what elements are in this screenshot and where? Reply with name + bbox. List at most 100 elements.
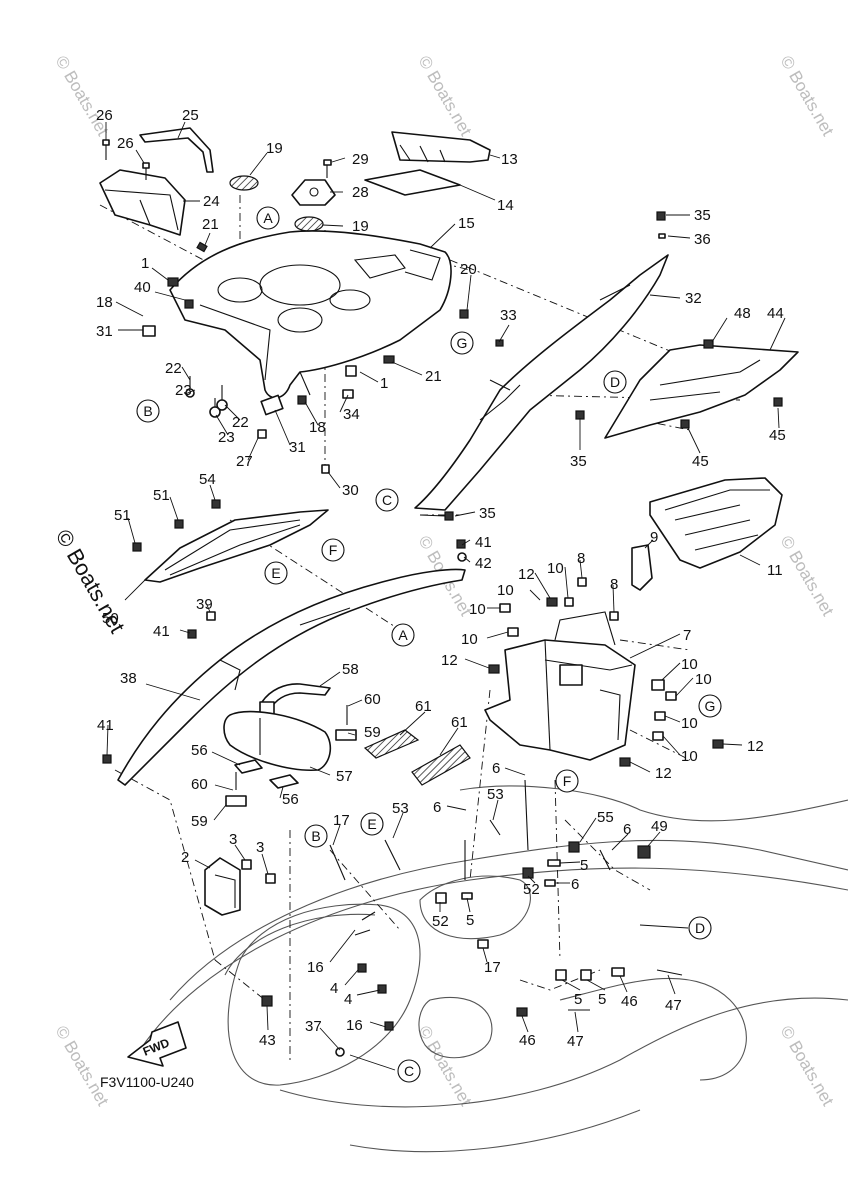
callout-10: 10	[461, 631, 478, 648]
watermark: © Boats.net	[415, 1023, 476, 1110]
callout-6: 6	[623, 821, 631, 838]
ref-marker-d: D	[688, 916, 712, 940]
callout-labels: 26 25 26 24 19 29 28 19 13 14 21 15 1 40…	[96, 107, 786, 1050]
callout-36: 36	[694, 231, 711, 248]
svg-text:F: F	[329, 542, 338, 558]
ref-marker-g: G	[450, 331, 474, 355]
watermark: © Boats.net	[777, 533, 838, 620]
callout-12: 12	[518, 566, 535, 583]
callout-17: 17	[333, 812, 350, 829]
callout-38: 38	[120, 670, 137, 687]
callout-57: 57	[336, 768, 353, 785]
diagram-code: F3V1100-U240	[100, 1074, 194, 1090]
callout-31: 31	[96, 323, 113, 340]
callout-54: 54	[199, 471, 216, 488]
callout-59: 59	[364, 724, 381, 741]
callout-18: 18	[96, 294, 113, 311]
watermark: © Boats.net	[777, 1023, 838, 1110]
watermark: © Boats.net	[52, 53, 113, 140]
part-58-strap	[259, 683, 331, 715]
callout-23: 23	[218, 429, 235, 446]
callout-13: 13	[501, 151, 518, 168]
callout-47: 47	[665, 997, 682, 1014]
part-61-pads	[363, 729, 471, 786]
forward-arrow-icon: FWD	[127, 1021, 187, 1067]
callout-48: 48	[734, 305, 751, 322]
callout-20: 20	[460, 261, 477, 278]
part-44-panel	[604, 344, 799, 439]
callout-43: 43	[259, 1032, 276, 1049]
svg-text:B: B	[311, 828, 320, 844]
callout-6: 6	[433, 799, 441, 816]
callout-10: 10	[547, 560, 564, 577]
callout-45: 45	[692, 453, 709, 470]
callout-61: 61	[451, 714, 468, 731]
deck-fasteners	[142, 241, 469, 474]
callout-49: 49	[651, 818, 668, 835]
rail-fasteners	[102, 499, 467, 764]
part-14-pad	[364, 169, 461, 196]
svg-text:A: A	[263, 210, 273, 226]
callout-25: 25	[182, 107, 199, 124]
callout-51: 51	[114, 507, 131, 524]
callout-59: 59	[191, 813, 208, 830]
callout-40: 40	[134, 279, 151, 296]
svg-text:D: D	[695, 920, 705, 936]
part-57-cushion	[223, 710, 332, 771]
callout-35: 35	[694, 207, 711, 224]
callout-41: 41	[153, 623, 170, 640]
callout-10: 10	[681, 656, 698, 673]
part-7-storage-box	[484, 611, 636, 761]
part-2-box	[204, 857, 241, 916]
svg-text:G: G	[457, 335, 468, 351]
svg-text:F: F	[563, 773, 572, 789]
callout-1: 1	[141, 255, 149, 272]
callout-58: 58	[342, 661, 359, 678]
panel-fasteners	[419, 211, 783, 521]
callout-46: 46	[519, 1032, 536, 1049]
callout-5: 5	[574, 991, 582, 1008]
callout-32: 32	[685, 290, 702, 307]
callout-15: 15	[458, 215, 475, 232]
part-32-side-cover	[414, 254, 669, 511]
part-11-mat	[649, 477, 783, 569]
callout-50: 50	[102, 610, 119, 627]
callout-6: 6	[571, 876, 579, 893]
callout-5: 5	[580, 857, 588, 874]
callout-1: 1	[380, 375, 388, 392]
callout-52: 52	[523, 881, 540, 898]
callout-35: 35	[570, 453, 587, 470]
callout-26: 26	[96, 107, 113, 124]
callout-56: 56	[191, 742, 208, 759]
ref-marker-d: D	[603, 370, 627, 394]
callout-5: 5	[598, 991, 606, 1008]
callout-60: 60	[191, 776, 208, 793]
callout-10: 10	[695, 671, 712, 688]
callout-28: 28	[352, 184, 369, 201]
svg-text:B: B	[143, 403, 152, 419]
callout-9: 9	[650, 529, 658, 546]
callout-53: 53	[392, 800, 409, 817]
parts-59-60-clips	[225, 705, 357, 807]
ref-marker-e: E	[360, 812, 384, 836]
callout-10: 10	[681, 748, 698, 765]
callout-51: 51	[153, 487, 170, 504]
svg-text:E: E	[271, 565, 280, 581]
watermark: © Boats.net	[777, 53, 838, 140]
callout-53: 53	[487, 786, 504, 803]
callout-7: 7	[683, 627, 691, 644]
part-29-screw	[323, 159, 332, 178]
ref-marker-b: B	[136, 399, 160, 423]
part-28-mount	[291, 179, 336, 206]
ref-marker-g: G	[698, 694, 722, 718]
callout-2: 2	[181, 849, 189, 866]
svg-text:D: D	[610, 374, 620, 390]
callout-55: 55	[597, 809, 614, 826]
callout-6: 6	[492, 760, 500, 777]
callout-46: 46	[621, 993, 638, 1010]
ref-marker-c: C	[375, 488, 399, 512]
callout-22: 22	[232, 414, 249, 431]
part-24-storage-lid	[99, 169, 186, 236]
callout-11: 11	[767, 562, 783, 579]
